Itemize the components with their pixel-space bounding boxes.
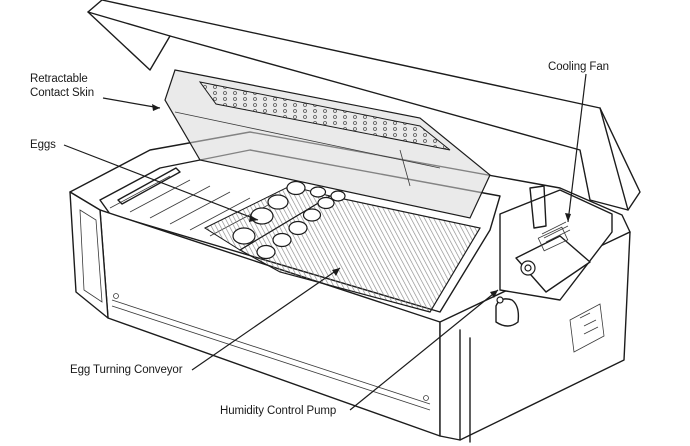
lid [87,0,641,211]
egg [302,208,322,222]
egg [272,232,292,248]
eggs [232,180,346,260]
conveyor-label: Egg Turning Conveyor [70,364,183,376]
egg [250,207,274,225]
contact-skin-label-line1: Retractable [30,73,88,85]
egg [330,190,346,202]
contact-skin [164,69,491,219]
egg [309,186,327,198]
egg [232,227,256,245]
leader-lines [63,73,587,411]
pump-label: Humidity Control Pump [220,405,337,417]
eggs-label: Eggs [30,139,56,151]
cooling-fan-label: Cooling Fan [548,61,609,73]
egg [267,194,289,210]
cooling-fan-module [495,185,613,327]
contact-skin-label-line2: Contact Skin [30,87,94,99]
egg [288,220,308,236]
egg [317,196,335,210]
egg [256,244,276,260]
contact-skin-label: Retractable Contact Skin [30,72,94,100]
egg [286,180,306,196]
